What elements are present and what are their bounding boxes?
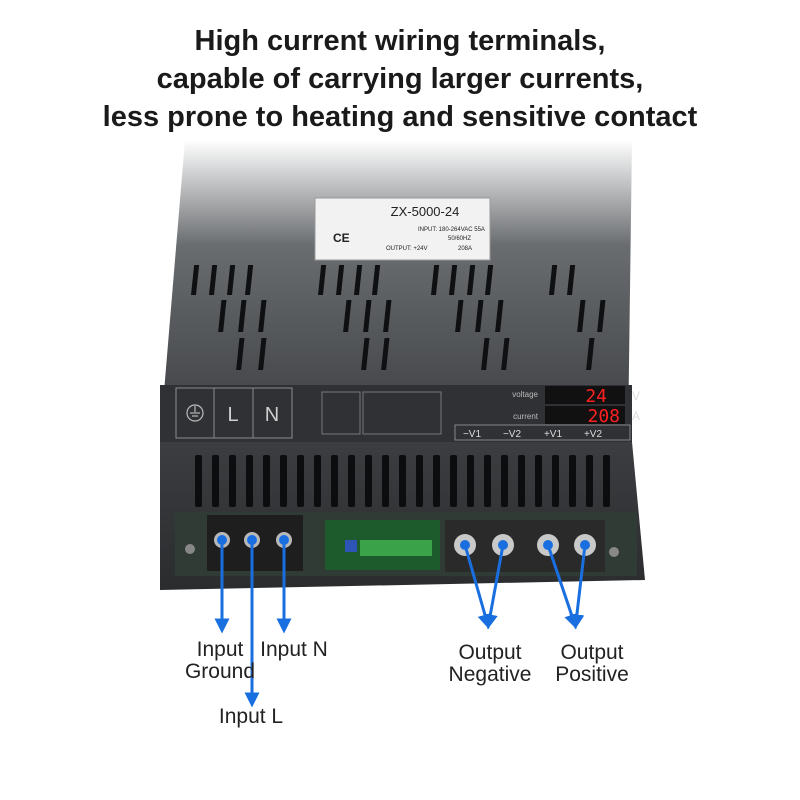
label-plate: ZX-5000-24 CE INPUT: 180-264VAC 55A 50/6… [314, 197, 491, 261]
arrow-output-positive-1 [546, 544, 579, 630]
output-current-rating: 208A [458, 246, 472, 252]
headline-line-1: High current wiring terminals, [194, 25, 606, 57]
callout-output-positive-line-2: Positive [555, 663, 629, 686]
front-panel-markings: L N voltage current 24 V 208 A −V1 −V2 +… [160, 385, 640, 442]
voltage-display [545, 386, 625, 404]
top-vents [190, 265, 606, 370]
callout-output-negative-line-2: Negative [448, 663, 532, 686]
current-unit: A [632, 409, 640, 423]
output-terminal-block [445, 520, 605, 572]
control-board [325, 520, 440, 570]
callout-arrows [214, 535, 590, 708]
input-rating: INPUT: 180-264VAC 55A [418, 227, 485, 233]
arrow-output-negative-2 [482, 544, 505, 630]
output-rating: OUTPUT: +24V [386, 246, 428, 252]
arrow-output-negative-1 [463, 544, 493, 630]
voltage-unit: V [632, 389, 640, 403]
headline: High current wiring terminals, capable o… [0, 22, 800, 136]
callout-input-n: Input N [260, 638, 328, 661]
callout-input-ground-line-1: Input [196, 638, 244, 661]
current-display [545, 406, 625, 424]
output-label-4: +V2 [584, 429, 603, 440]
freq-rating: 50/60HZ [448, 236, 471, 242]
output-label-1: −V1 [463, 429, 482, 440]
terminal-area [175, 512, 637, 576]
callout-input-ground: Input Ground [170, 639, 270, 683]
output-label-3: +V1 [544, 429, 563, 440]
output-label-2: −V2 [503, 429, 522, 440]
voltage-value: 24 [585, 386, 607, 407]
terminal-l-label: L [227, 404, 238, 426]
callout-input-ground-line-2: Ground [184, 660, 256, 683]
callout-input-l: Input L [218, 705, 284, 728]
housing-top [160, 140, 632, 440]
callout-output-negative: Output Negative [440, 642, 540, 686]
callout-output-negative-line-1: Output [458, 641, 522, 664]
headline-line-2: capable of carrying larger currents, [156, 63, 644, 95]
earth-ground-icon [186, 404, 204, 422]
current-label: current [513, 412, 539, 421]
voltage-label: voltage [512, 390, 538, 399]
model-text: ZX-5000-24 [391, 204, 460, 219]
headline-line-3: less prone to heating and sensitive cont… [102, 101, 698, 133]
arrow-output-positive-2 [569, 544, 587, 630]
terminal-n-label: N [265, 404, 279, 426]
ce-mark: CE [333, 231, 350, 245]
current-value: 208 [587, 406, 620, 427]
callout-output-positive-line-1: Output [560, 641, 624, 664]
callout-output-positive: Output Positive [546, 642, 638, 686]
